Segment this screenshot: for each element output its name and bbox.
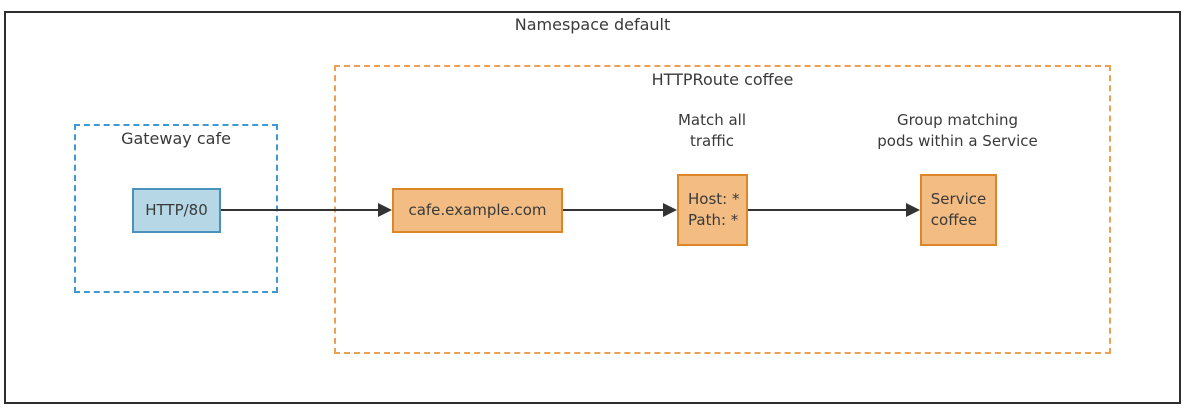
arrowhead-icon xyxy=(906,203,920,217)
namespace-title: Namespace default xyxy=(514,15,671,34)
namespace-boundary: Namespace default xyxy=(4,11,1181,404)
httproute-group-label: HTTPRoute coffee xyxy=(651,70,794,89)
gateway-group: Gateway cafe xyxy=(74,124,278,293)
hostname-node: cafe.example.com xyxy=(392,188,563,233)
connector-match-to-service xyxy=(748,209,907,211)
arrowhead-icon xyxy=(663,203,677,217)
connector-hostname-to-match xyxy=(563,209,664,211)
arrowhead-icon xyxy=(378,203,392,217)
connector-listener-to-hostname xyxy=(221,209,379,211)
match-annotation: Match all traffic xyxy=(677,111,747,150)
listener-node: HTTP/80 xyxy=(132,188,221,233)
match-node: Host: * Path: * xyxy=(677,174,748,246)
service-node: Service coffee xyxy=(920,174,997,246)
gateway-group-label: Gateway cafe xyxy=(121,129,231,148)
service-annotation: Group matching pods within a Service xyxy=(877,111,1038,150)
